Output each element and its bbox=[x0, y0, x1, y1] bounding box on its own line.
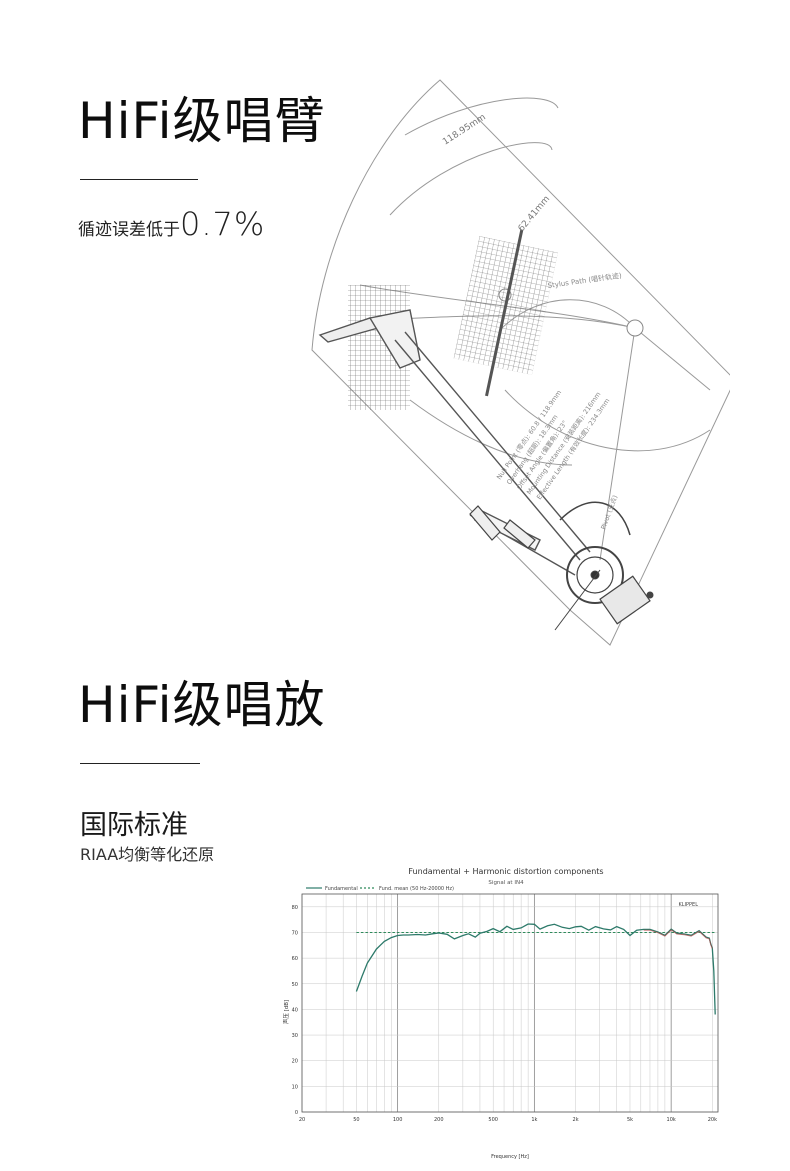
chart-frame bbox=[301, 893, 719, 1113]
y-tick-label: 80 bbox=[292, 905, 298, 911]
pivot-label: Pivot (支点) bbox=[598, 494, 619, 531]
x-tick-label: 100 bbox=[393, 1117, 403, 1123]
x-tick-label: 500 bbox=[488, 1117, 498, 1123]
x-tick-label: 20k bbox=[708, 1117, 717, 1123]
y-tick-label: 30 bbox=[292, 1033, 298, 1039]
y-tick-label: 60 bbox=[292, 956, 298, 962]
chart-legend: Fundamental Fund. mean (50 Hz-20000 Hz) bbox=[306, 886, 454, 892]
y-tick-label: 20 bbox=[292, 1059, 298, 1065]
spindle-icon bbox=[626, 319, 644, 337]
stylus-path-label: Stylus Path (唱针轨迹) bbox=[547, 271, 622, 290]
x-tick-label: 5k bbox=[627, 1117, 633, 1123]
legend-fundamental: Fundamental bbox=[325, 886, 358, 892]
x-axis-label: Frequency [Hz] bbox=[491, 1154, 529, 1160]
y-tick-label: 70 bbox=[292, 930, 298, 936]
y-tick-label: 0 bbox=[295, 1110, 298, 1116]
tonearm-diagram: 118.95mm 62.41mm Stylus Path (唱针轨迹) Effe… bbox=[311, 79, 730, 646]
standard-heading: 国际标准 bbox=[80, 810, 188, 841]
tracking-error-line: 循迹误差低于 0.7% bbox=[78, 205, 265, 243]
riaa-subheading: RIAA均衡等化还原 bbox=[80, 845, 215, 864]
x-tick-label: 20 bbox=[299, 1117, 305, 1123]
x-tick-label: 1k bbox=[531, 1117, 537, 1123]
preamp-title: HiFi级唱放 bbox=[78, 676, 326, 734]
legend-mean: Fund. mean (50 Hz-20000 Hz) bbox=[379, 886, 454, 892]
x-tick-label: 10k bbox=[667, 1117, 676, 1123]
fundamental-line bbox=[355, 923, 716, 1015]
chart-axis-ticks: 20 50 100 200 500 1k 2k 5k 10k 20k 0 10 20 30 40 50 60 70… bbox=[292, 905, 717, 1123]
x-tick-label: 200 bbox=[434, 1117, 444, 1123]
title-divider bbox=[80, 179, 198, 180]
chart-title: Fundamental + Harmonic distortion compon… bbox=[408, 867, 603, 876]
x-tick-label: 50 bbox=[353, 1117, 359, 1123]
y-tick-label: 40 bbox=[292, 1007, 298, 1013]
y-axis-label: 声压 [dB] bbox=[282, 1000, 290, 1024]
y-tick-label: 50 bbox=[292, 982, 298, 988]
y-tick-label: 10 bbox=[292, 1084, 298, 1090]
chart-brand: KLIPPEL bbox=[678, 902, 698, 908]
x-tick-label: 2k bbox=[573, 1117, 579, 1123]
alignment-grid-right bbox=[453, 229, 558, 397]
tracking-error-value: 0.7% bbox=[180, 205, 266, 243]
headshell bbox=[469, 505, 536, 549]
pivot-assembly bbox=[554, 501, 654, 631]
chart-subtitle: Signal at IN4 bbox=[488, 880, 524, 886]
frequency-response-chart: Fundamental + Harmonic distortion compon… bbox=[278, 862, 728, 1162]
arc-inner-label: 62.41mm bbox=[517, 194, 553, 234]
title-divider bbox=[80, 763, 200, 764]
distortion-line bbox=[643, 929, 713, 949]
tonearm-title: HiFi级唱臂 bbox=[78, 92, 326, 150]
arc-outer-label: 118.95mm bbox=[441, 112, 488, 147]
tracking-error-label: 循迹误差低于 bbox=[78, 220, 180, 240]
